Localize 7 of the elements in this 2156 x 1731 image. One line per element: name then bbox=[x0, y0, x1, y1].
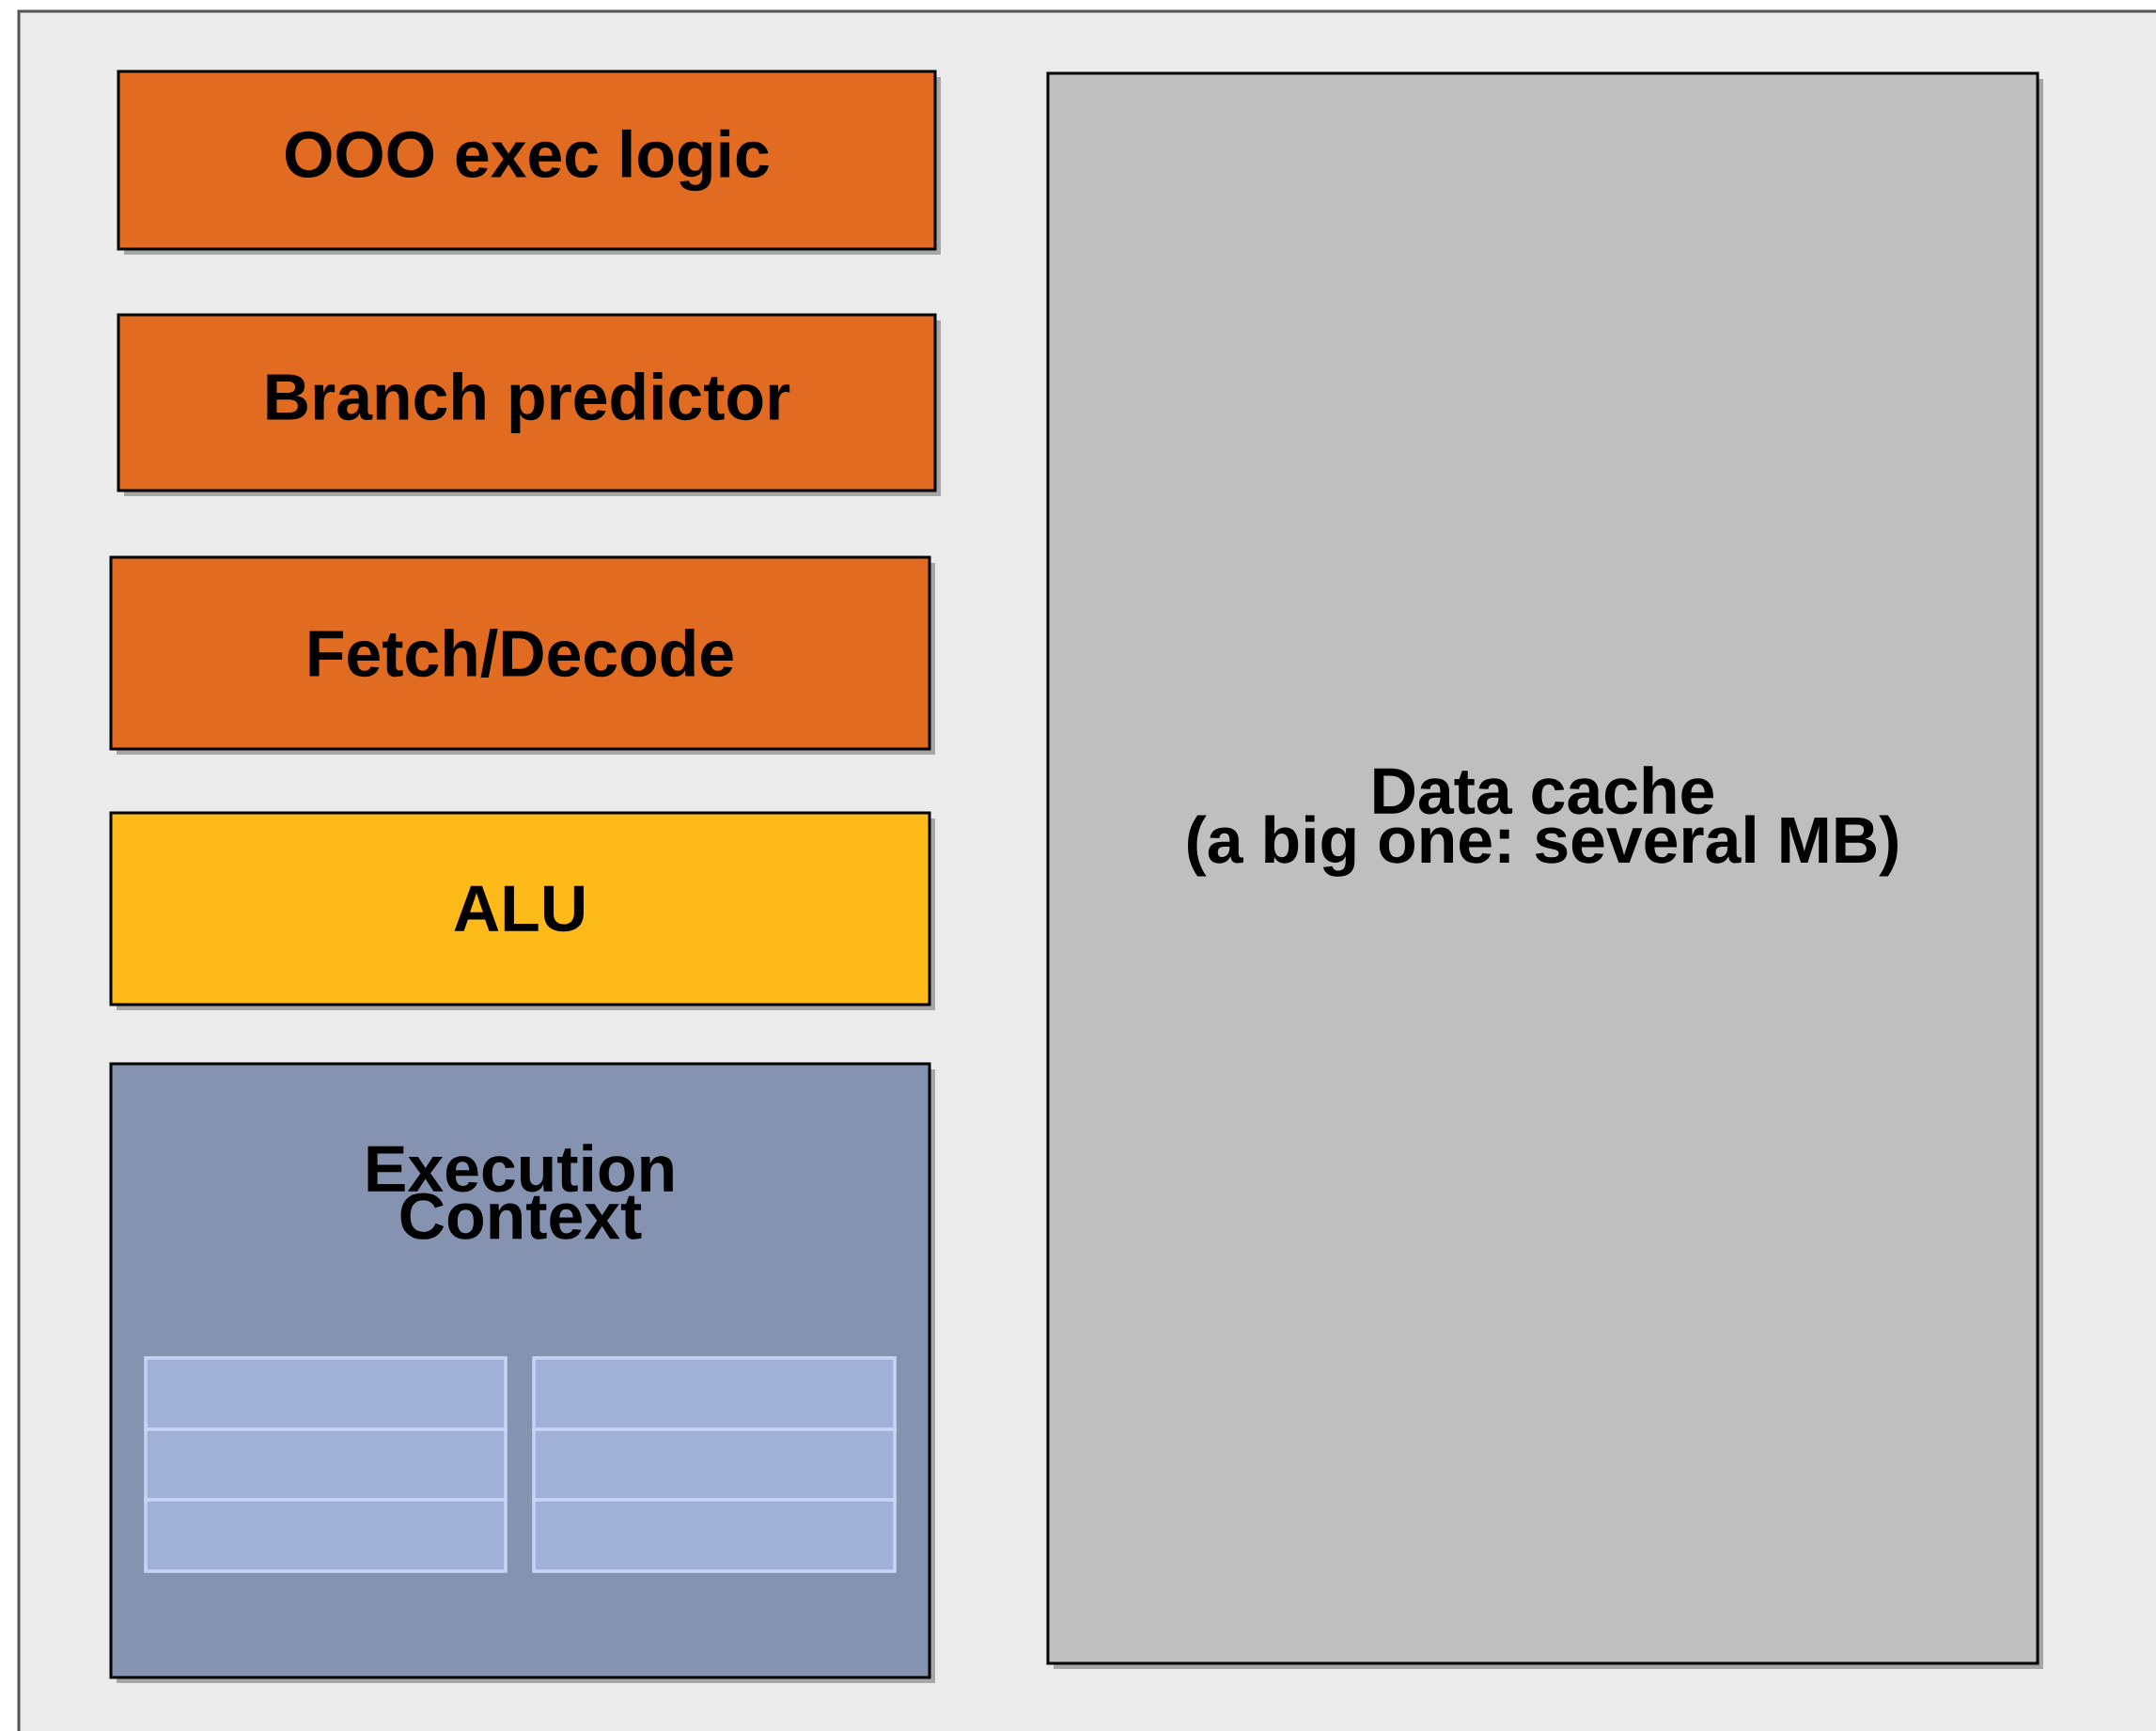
register-cell bbox=[144, 1498, 508, 1573]
logic-block: OOO exec logic bbox=[117, 70, 941, 255]
logic-block: Fetch/Decode bbox=[109, 555, 935, 755]
alu-block: ALU bbox=[109, 811, 935, 1010]
logic-block: Branch predictor bbox=[117, 313, 941, 496]
register-cell bbox=[532, 1498, 897, 1573]
cache-block: Data cache (a big one: several MB) bbox=[1046, 71, 2044, 1669]
